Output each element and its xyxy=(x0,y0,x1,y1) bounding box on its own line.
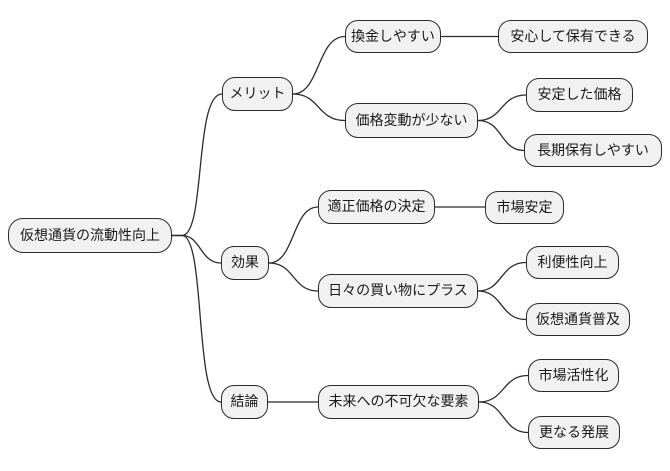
node-effects[interactable]: 効果 xyxy=(221,246,269,280)
node-market-vitalization[interactable]: 市場活性化 xyxy=(528,359,619,392)
node-crypto-adoption[interactable]: 仮想通貨普及 xyxy=(526,303,630,336)
edge-daily-shopping-convenience xyxy=(477,261,527,292)
edge-root-merits xyxy=(171,93,223,237)
edge-low-volatility-stable-price xyxy=(477,94,527,122)
edge-merits-easy-conversion xyxy=(292,35,346,95)
edge-effects-fair-pricing xyxy=(268,206,319,264)
node-conclusion[interactable]: 結論 xyxy=(221,385,268,419)
node-market-stability[interactable]: 市場安定 xyxy=(485,191,564,224)
node-root-crypto-liquidity[interactable]: 仮想通貨の流動性向上 xyxy=(8,218,172,253)
node-essential-for-future[interactable]: 未来への不可欠な要素 xyxy=(318,385,479,419)
node-daily-shopping-plus[interactable]: 日々の買い物にプラス xyxy=(318,274,478,308)
edge-root-effects xyxy=(171,234,222,264)
edge-low-volatility-long-term xyxy=(477,119,525,152)
edge-daily-shopping-adoption xyxy=(477,290,527,321)
edge-essential-future-vitalization xyxy=(478,374,529,403)
edge-essential-future-growth xyxy=(478,401,529,434)
node-safe-holding[interactable]: 安心して保有できる xyxy=(498,20,648,53)
edge-root-conclusion xyxy=(171,234,222,403)
node-stable-price[interactable]: 安定した価格 xyxy=(526,78,633,112)
edge-merits-low-volatility xyxy=(292,93,346,122)
node-low-volatility[interactable]: 価格変動が少ない xyxy=(345,103,478,138)
node-further-growth[interactable]: 更なる発展 xyxy=(528,416,620,449)
node-long-term-holding[interactable]: 長期保有しやすい xyxy=(524,134,662,167)
node-easy-conversion[interactable]: 換金しやすい xyxy=(345,20,441,53)
node-convenience-improvement[interactable]: 利便性向上 xyxy=(526,246,619,279)
node-fair-pricing[interactable]: 適正価格の決定 xyxy=(318,190,435,224)
edge-effects-daily-shopping xyxy=(268,262,319,292)
node-merits[interactable]: メリット xyxy=(222,77,293,111)
